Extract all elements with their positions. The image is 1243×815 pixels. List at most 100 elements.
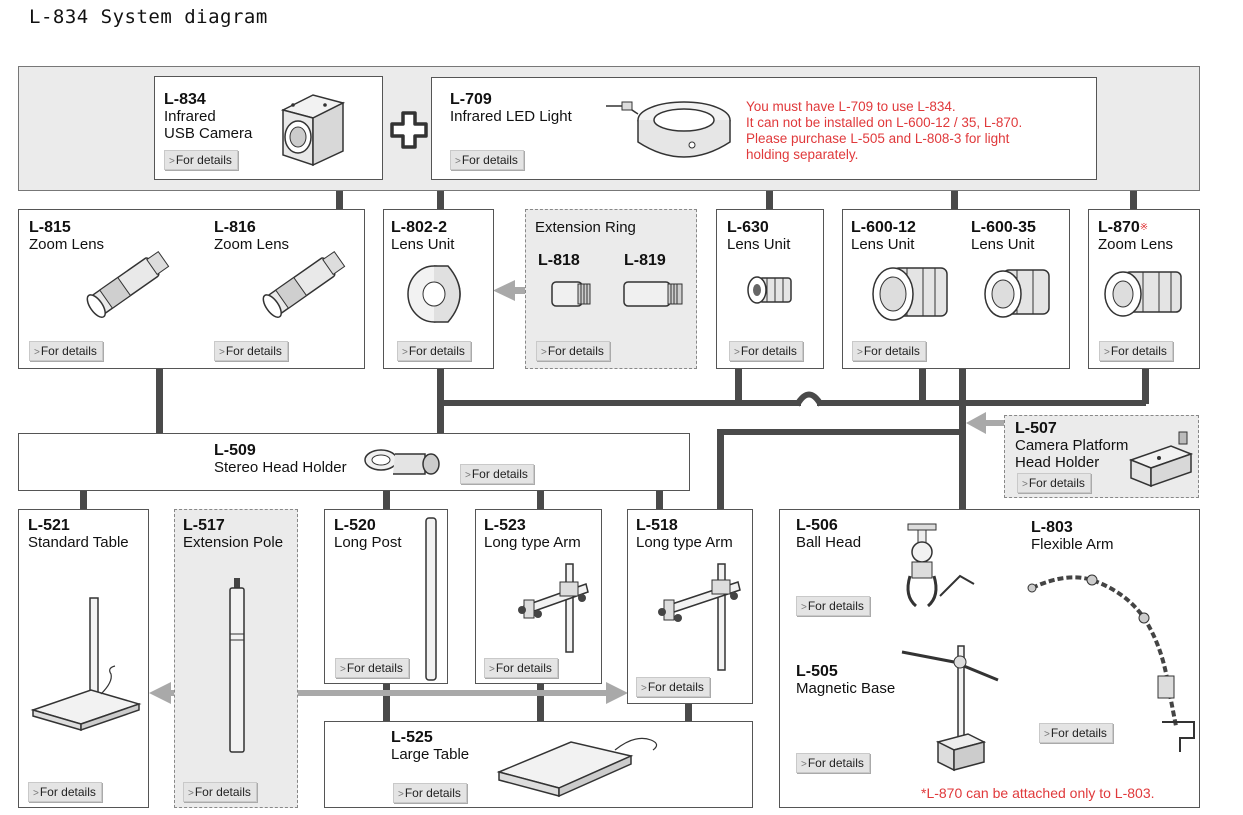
lens-unit-icon xyxy=(872,267,948,321)
details-button-l518[interactable]: >For details xyxy=(636,677,710,697)
product-name: Zoom Lens xyxy=(214,236,290,253)
product-card-l525: L-525 Large Table >For details xyxy=(324,721,753,808)
ball-head-icon xyxy=(906,523,975,608)
product-code: L-509 xyxy=(214,442,256,459)
product-name: Long type Arm xyxy=(636,534,733,551)
platform-head-icon xyxy=(1128,431,1194,488)
product-code: L-709 xyxy=(450,91,492,108)
product-code: L-507 xyxy=(1015,420,1057,437)
product-card-l518: L-518 Long type Arm >For details xyxy=(627,509,753,704)
page-title: L-834 System diagram xyxy=(29,6,268,28)
zoom-lens-icon xyxy=(262,250,346,318)
product-card-l815-l816: L-815 Zoom Lens L-816 Zoom Lens >For det… xyxy=(18,209,365,369)
product-code: L-523 xyxy=(484,517,526,534)
product-name: Zoom Lens xyxy=(29,236,105,253)
product-card-l507: L-507 Camera Platform Head Holder >For d… xyxy=(1004,415,1199,498)
long-arm-icon xyxy=(658,563,741,671)
product-name: Lens Unit xyxy=(971,236,1035,253)
details-button-l709[interactable]: >For details xyxy=(450,150,524,170)
plus-icon xyxy=(390,111,428,149)
product-name: Long type Arm xyxy=(484,534,581,551)
product-name: Zoom Lens xyxy=(1098,236,1174,253)
product-card-l802-2: L-802-2 Lens Unit >For details xyxy=(383,209,494,369)
extension-ring-icon xyxy=(623,281,683,307)
details-button-l630[interactable]: >For details xyxy=(729,341,803,361)
product-name: Large Table xyxy=(391,746,470,763)
flexible-arm-icon xyxy=(1027,574,1195,752)
extension-pole-icon xyxy=(229,578,245,753)
product-card-l509: L-509 Stereo Head Holder >For details xyxy=(18,433,690,491)
product-name: Magnetic Base xyxy=(796,680,896,697)
long-post-icon xyxy=(425,517,437,681)
product-code: L-517 xyxy=(183,517,225,534)
product-code: L-834 xyxy=(164,91,206,108)
product-name: Lens Unit xyxy=(727,236,791,253)
product-card-l523: L-523 Long type Arm >For details xyxy=(475,509,602,684)
product-code-l819: L-819 xyxy=(624,252,666,269)
product-card-l520: L-520 Long Post >For details xyxy=(324,509,448,684)
lens-unit-icon xyxy=(747,276,792,304)
l709-requirement-note: You must have L-709 to use L-834. It can… xyxy=(746,99,1023,162)
product-card-l600: L-600-12 Lens Unit L-600-35 Lens Unit >F… xyxy=(842,209,1070,369)
details-button-extension-ring[interactable]: >For details xyxy=(536,341,610,361)
lens-unit-icon xyxy=(407,265,461,323)
usb-camera-icon xyxy=(280,94,346,167)
details-button-l521[interactable]: >For details xyxy=(28,782,102,802)
lens-unit-icon xyxy=(984,269,1050,318)
details-button-l517[interactable]: >For details xyxy=(183,782,257,802)
details-button-l525[interactable]: >For details xyxy=(393,783,467,803)
details-button-l523[interactable]: >For details xyxy=(484,658,558,678)
product-card-accessories: L-506 Ball Head L-803 Flexible Arm L-505… xyxy=(779,509,1200,808)
product-card-l521: L-521 Standard Table >For details xyxy=(18,509,149,808)
product-code: L-518 xyxy=(636,517,678,534)
product-code: L-815 xyxy=(29,219,71,236)
product-name: Stereo Head Holder xyxy=(214,459,347,476)
product-code: L-816 xyxy=(214,219,256,236)
details-button-l509[interactable]: >For details xyxy=(460,464,534,484)
footnote-l870: *L-870 can be attached only to L-803. xyxy=(921,785,1155,801)
extension-ring-icon xyxy=(551,281,591,307)
product-name-line1: Camera Platform xyxy=(1015,437,1129,454)
footnote-mark: ※ xyxy=(1139,222,1149,233)
product-name: Extension Pole xyxy=(183,534,284,551)
product-name: Infrared LED Light xyxy=(450,108,572,125)
product-code-l818: L-818 xyxy=(538,252,580,269)
product-code: L-520 xyxy=(334,517,376,534)
product-card-l630: L-630 Lens Unit >For details xyxy=(716,209,824,369)
product-code: L-506 xyxy=(796,517,838,534)
details-button-l505[interactable]: >For details xyxy=(796,753,870,773)
extension-ring-title: Extension Ring xyxy=(535,219,636,236)
product-code: L-600-12 xyxy=(851,219,916,236)
product-card-extension-ring: Extension Ring L-818 L-819 >For details xyxy=(525,209,697,369)
details-button-l600[interactable]: >For details xyxy=(852,341,926,361)
product-name: Standard Table xyxy=(28,534,129,551)
details-button-l815[interactable]: >For details xyxy=(29,341,103,361)
details-button-l802-2[interactable]: >For details xyxy=(397,341,471,361)
details-button-l816[interactable]: >For details xyxy=(214,341,288,361)
product-name: Ball Head xyxy=(796,534,862,551)
details-button-l834[interactable]: >For details xyxy=(164,150,238,170)
details-button-l520[interactable]: >For details xyxy=(335,658,409,678)
product-code: L-870 xyxy=(1098,219,1140,236)
long-arm-icon xyxy=(518,563,589,653)
product-name: Flexible Arm xyxy=(1031,536,1114,553)
product-code: L-525 xyxy=(391,729,433,746)
product-code: L-521 xyxy=(28,517,70,534)
details-button-l870[interactable]: >For details xyxy=(1099,341,1173,361)
product-card-l517: L-517 Extension Pole >For details xyxy=(174,509,298,808)
product-name-line1: Infrared xyxy=(164,108,216,125)
details-button-l507[interactable]: >For details xyxy=(1017,473,1091,493)
head-holder-icon xyxy=(364,449,440,475)
product-code: L-802-2 xyxy=(391,219,448,236)
product-name-line2: USB Camera xyxy=(164,125,253,142)
product-name: Long Post xyxy=(334,534,402,551)
product-name: Lens Unit xyxy=(851,236,915,253)
product-card-l870: L-870※ Zoom Lens >For details xyxy=(1088,209,1200,369)
large-table-icon xyxy=(496,737,658,798)
details-button-l803[interactable]: >For details xyxy=(1039,723,1113,743)
product-name-line2: Head Holder xyxy=(1015,454,1100,471)
product-card-l834: L-834 Infrared USB Camera >For details xyxy=(154,76,383,180)
product-card-l709: L-709 Infrared LED Light >For details xyxy=(431,77,1097,180)
product-name: Lens Unit xyxy=(391,236,455,253)
details-button-l506[interactable]: >For details xyxy=(796,596,870,616)
